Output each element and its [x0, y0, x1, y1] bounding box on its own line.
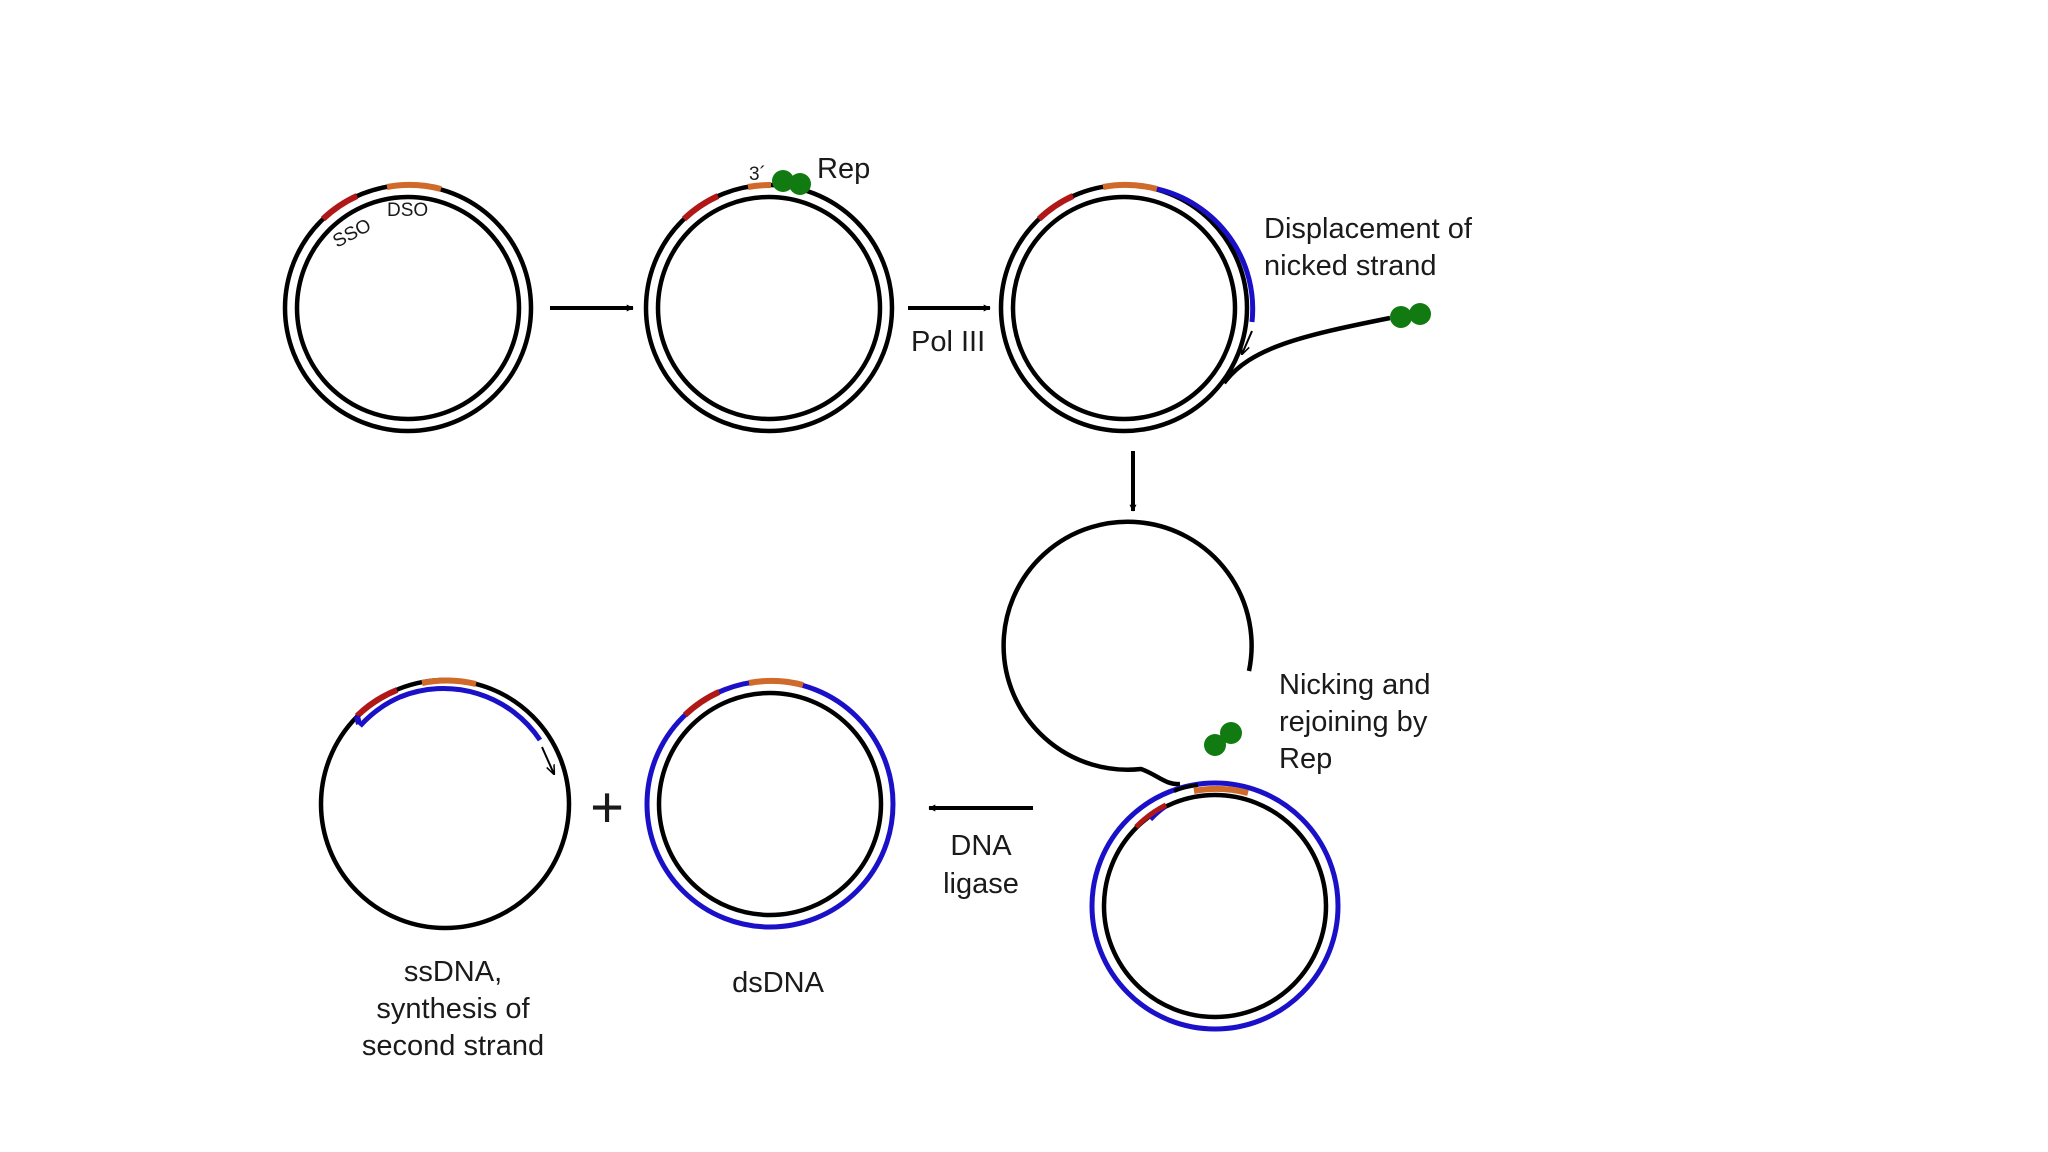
- rep-protein: [789, 173, 811, 195]
- ssdna-label-line1: ssDNA,: [404, 956, 502, 988]
- displaced-strand: [1224, 318, 1390, 383]
- inner-strand: [1013, 197, 1235, 419]
- inner-strand: [659, 693, 881, 915]
- inner-strand: [658, 197, 880, 419]
- rep-label: Rep: [817, 153, 870, 185]
- new-strand-start: [357, 716, 359, 724]
- displacement-label-line1: Displacement of: [1264, 213, 1473, 245]
- rep-protein: [1204, 734, 1226, 756]
- nicking-label-line2: rejoining by: [1279, 706, 1428, 738]
- dso-marker: [1194, 789, 1248, 793]
- rep-protein: [1409, 303, 1431, 325]
- outer-new-strand: [647, 681, 893, 927]
- three-prime-label: 3´: [749, 164, 766, 185]
- plasmid-rep-bound: 3´ Rep: [646, 153, 892, 431]
- inner-strand: [1104, 795, 1326, 1017]
- displacement-label-line2: nicked strand: [1264, 250, 1437, 282]
- dso-marker: [749, 681, 803, 685]
- pol-iii-label: Pol III: [911, 326, 985, 358]
- product-ssdna: [321, 680, 569, 928]
- nicking-label-line3: Rep: [1279, 743, 1332, 775]
- sso-marker: [685, 692, 719, 715]
- dsdna-label: dsDNA: [732, 967, 825, 999]
- sso-marker: [1039, 196, 1073, 219]
- ssdna-label-line3: second strand: [362, 1030, 544, 1062]
- product-dsdna: [647, 681, 893, 927]
- plus-sign: +: [590, 775, 624, 840]
- plasmid-dsdna-initial: SSO DSO: [285, 185, 531, 431]
- dna-ligase-label-line1: DNA: [950, 830, 1012, 862]
- sso-marker: [323, 196, 357, 219]
- dso-marker: [422, 681, 476, 684]
- dso-marker: [1103, 185, 1157, 189]
- ssdna-label-line2: synthesis of: [376, 993, 530, 1025]
- dna-ligase-label-line2: ligase: [943, 868, 1019, 900]
- outer-strand: [646, 185, 892, 431]
- outer-new-strand: [1092, 783, 1338, 1029]
- rep-protein: [1390, 306, 1412, 328]
- dso-label: DSO: [387, 200, 428, 221]
- inner-strand: [297, 197, 519, 419]
- dso-marker: [387, 185, 441, 189]
- sso-marker: [684, 196, 718, 219]
- outer-strand: [285, 185, 531, 431]
- dso-marker: [748, 185, 771, 187]
- synthesis-direction-arrow: [542, 747, 554, 774]
- nicking-label-line1: Nicking and: [1279, 669, 1431, 701]
- outer-strand: [1001, 185, 1247, 431]
- plasmid-nicking-rejoining: [1004, 522, 1338, 1029]
